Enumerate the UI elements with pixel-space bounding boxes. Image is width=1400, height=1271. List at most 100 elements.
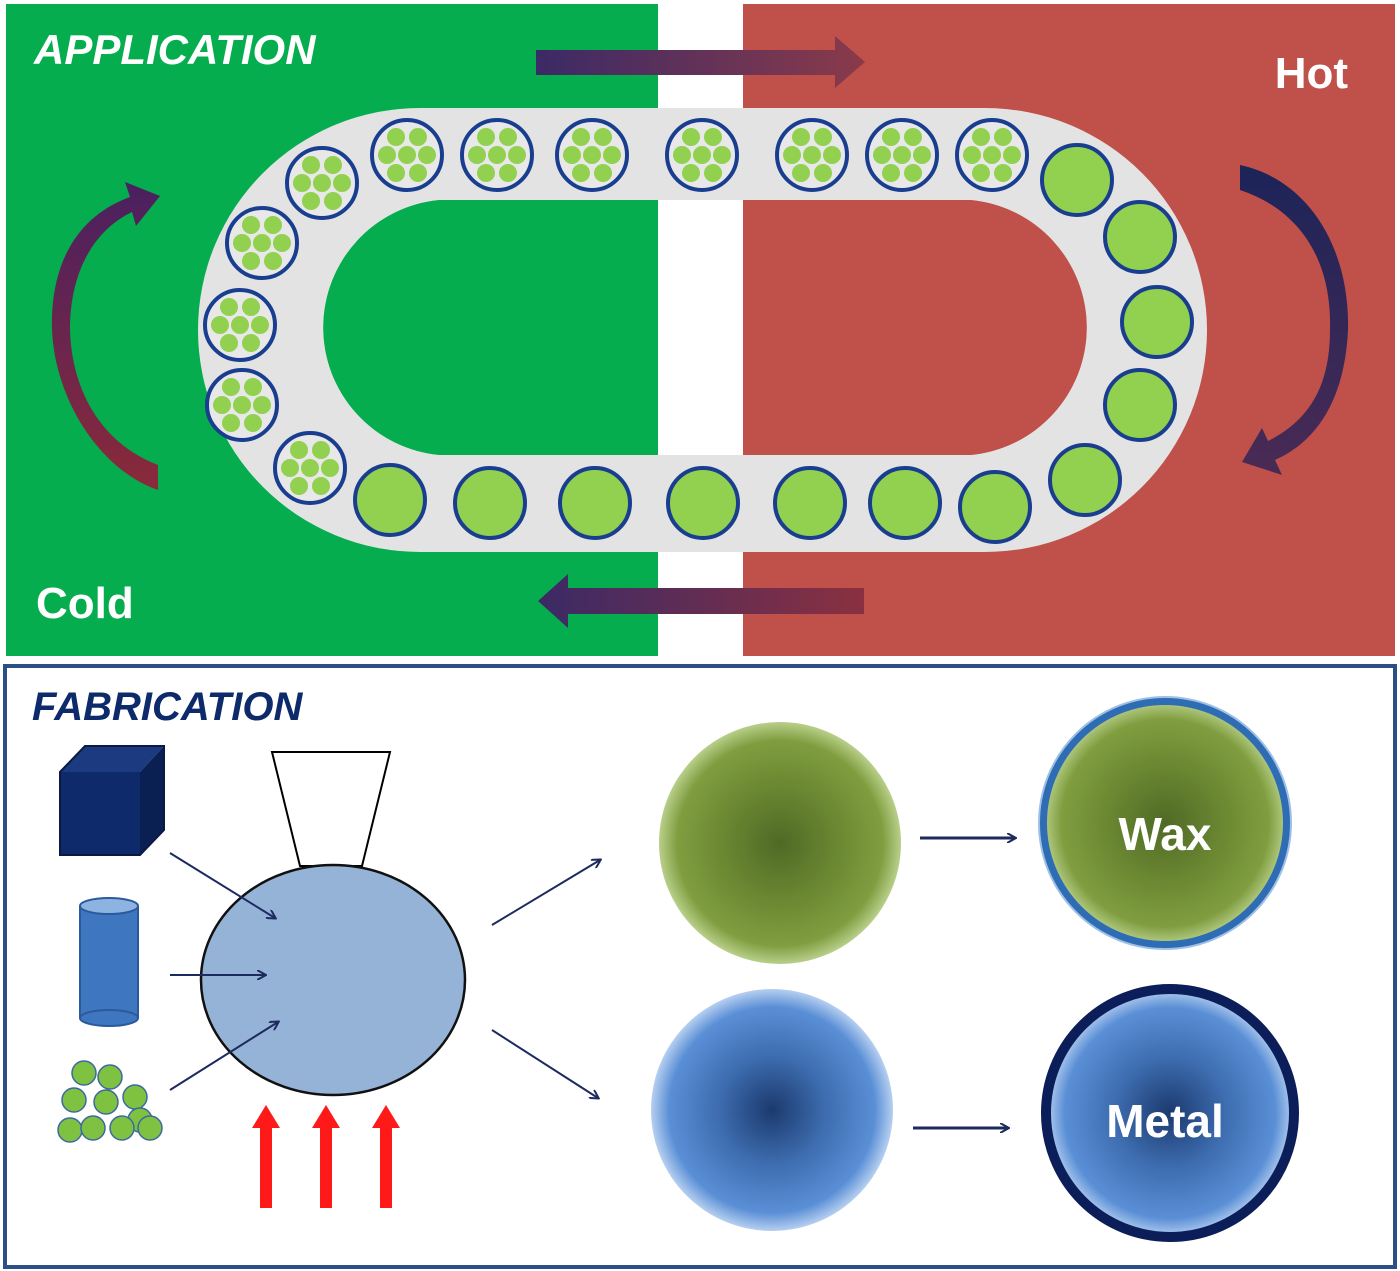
capsule-particle-filled [205, 368, 279, 442]
particle-dot [251, 316, 269, 334]
capsule-particle-filled [665, 118, 739, 192]
particle-dot [904, 128, 922, 146]
particle-dot [264, 252, 282, 270]
particle-dot [594, 128, 612, 146]
particle-dot [253, 396, 271, 414]
loop-inner-hot [743, 200, 1087, 455]
particle-dot [803, 146, 821, 164]
capsule-particle-filled [865, 118, 939, 192]
particle-dot [302, 192, 320, 210]
particle [80, 1115, 106, 1141]
capsule-particle-filled [775, 118, 849, 192]
capsule-particle-filled [555, 118, 629, 192]
particle-dot [302, 156, 320, 174]
particles-icon [57, 1060, 163, 1143]
particle-dot [290, 477, 308, 495]
metal-label: Metal [1106, 1095, 1224, 1147]
particle [57, 1117, 83, 1143]
capsule-group [203, 118, 1194, 544]
mixing-vessel [199, 863, 467, 1097]
particle-dot [972, 164, 990, 182]
capsule-solid [1040, 143, 1114, 217]
particle-dot [468, 146, 486, 164]
particle-dot [313, 174, 331, 192]
capsule-solid [868, 466, 942, 540]
particle-dot [477, 164, 495, 182]
flow-arrow-top [536, 36, 865, 88]
particle-dot [333, 174, 351, 192]
output-arrow-down [491, 1029, 598, 1098]
particle-dot [713, 146, 731, 164]
capsule-solid [1048, 443, 1122, 517]
wax-label: Wax [1119, 808, 1212, 860]
capsule-particle-filled [460, 118, 534, 192]
particle-dot [398, 146, 416, 164]
particle-dot [673, 146, 691, 164]
particle-dot [378, 146, 396, 164]
particle-dot [222, 378, 240, 396]
particle-dot [281, 459, 299, 477]
particle-dot [409, 128, 427, 146]
particle-dot [693, 146, 711, 164]
wax-capsule: Wax [1038, 696, 1292, 950]
particle-dot [293, 174, 311, 192]
particle-dot [704, 128, 722, 146]
particle [61, 1087, 87, 1113]
capsule-particle-filled [225, 206, 299, 280]
particle-dot [792, 128, 810, 146]
particle-dot [488, 146, 506, 164]
particle-dot [477, 128, 495, 146]
particle-dot [823, 146, 841, 164]
particle-dot [231, 316, 249, 334]
particle-dot [704, 164, 722, 182]
particle-dot [499, 164, 517, 182]
funnel-icon [270, 751, 392, 867]
application-title: APPLICATION [33, 26, 317, 73]
capsule-solid [353, 463, 427, 537]
capsule-particle-filled [285, 146, 359, 220]
flow-arrow-bottom [538, 574, 864, 628]
particle-dot [253, 234, 271, 252]
particle-dot [244, 378, 262, 396]
particle-dot [873, 146, 891, 164]
curved-arrow-left [51, 182, 160, 490]
capsule-solid [558, 466, 632, 540]
particle-dot [972, 128, 990, 146]
particle-dot [983, 146, 1001, 164]
capsule-solid [453, 466, 527, 540]
particle [109, 1115, 135, 1141]
heat-arrows [252, 1105, 400, 1208]
particle-dot [264, 216, 282, 234]
particle-dot [273, 234, 291, 252]
particle-dot [563, 146, 581, 164]
capsule-particle-filled [955, 118, 1029, 192]
particle-dot [583, 146, 601, 164]
output-arrow-up [491, 860, 600, 926]
application-panel: APPLICATION Hot Cold [6, 4, 1395, 656]
capsule-particle-filled [370, 118, 444, 192]
blue-core [651, 989, 893, 1231]
cylinder-icon [79, 897, 139, 1027]
particle-dot [242, 216, 260, 234]
particle-dot [603, 146, 621, 164]
capsule-solid [1103, 200, 1177, 274]
particle-dot [387, 164, 405, 182]
input-arrow-particles [169, 1022, 278, 1091]
capsule-particle-filled [273, 431, 347, 505]
particle-dot [814, 128, 832, 146]
particle-dot [882, 164, 900, 182]
particle-dot [994, 128, 1012, 146]
capsule-particle-filled [203, 288, 277, 362]
capsule-solid [958, 470, 1032, 544]
particle-dot [321, 459, 339, 477]
particle-dot [220, 334, 238, 352]
particle-dot [882, 128, 900, 146]
particle-dot [783, 146, 801, 164]
particle-dot [682, 164, 700, 182]
particle-dot [222, 414, 240, 432]
cube-icon [59, 745, 165, 856]
particle-dot [324, 192, 342, 210]
particle-dot [1003, 146, 1021, 164]
heat-arrow-icon [252, 1105, 280, 1208]
